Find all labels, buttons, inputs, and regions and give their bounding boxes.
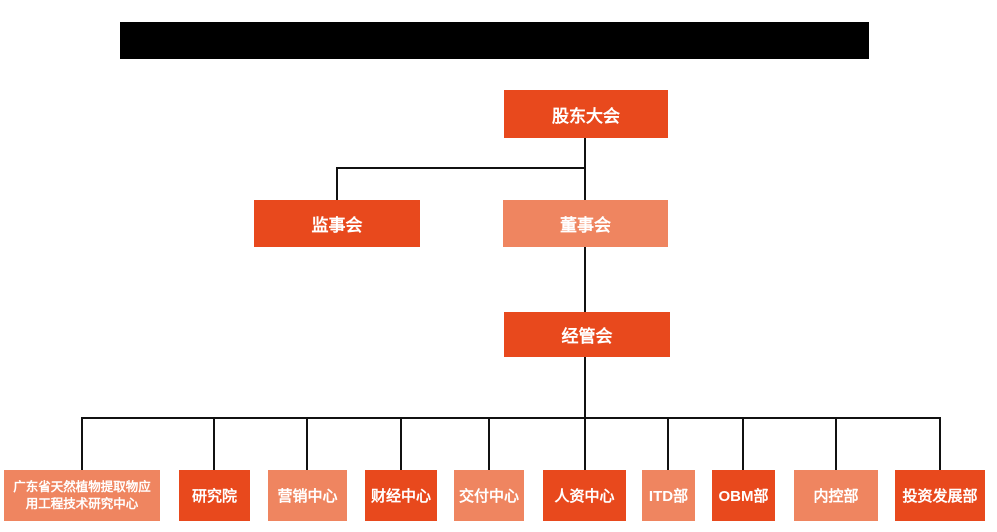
node-dept-marketing-center: 营销中心 bbox=[268, 470, 347, 521]
node-dept-research-center: 广东省天然植物提取物应 用工程技术研究中心 bbox=[4, 470, 160, 521]
connector-line bbox=[939, 417, 941, 470]
node-dept-investment-development: 投资发展部 bbox=[895, 470, 985, 521]
node-board-of-directors: 董事会 bbox=[503, 200, 668, 247]
node-dept-internal-control: 内控部 bbox=[794, 470, 878, 521]
node-supervisory-board: 监事会 bbox=[254, 200, 420, 247]
connector-line bbox=[81, 417, 941, 419]
dept-label-line: 广东省天然植物提取物应 bbox=[13, 479, 151, 494]
connector-line bbox=[584, 138, 586, 200]
connector-line bbox=[667, 417, 669, 470]
connector-line bbox=[584, 417, 586, 470]
node-management-committee: 经管会 bbox=[504, 312, 670, 357]
connector-line bbox=[400, 417, 402, 470]
dept-label: 广东省天然植物提取物应 用工程技术研究中心 bbox=[13, 479, 151, 513]
connector-line bbox=[213, 417, 215, 470]
node-dept-obm: OBM部 bbox=[712, 470, 775, 521]
node-dept-hr-center: 人资中心 bbox=[543, 470, 626, 521]
connector-line bbox=[835, 417, 837, 470]
connector-line bbox=[488, 417, 490, 470]
connector-line bbox=[584, 357, 586, 418]
connector-line bbox=[336, 167, 586, 169]
connector-line bbox=[306, 417, 308, 470]
dept-label-line: 用工程技术研究中心 bbox=[25, 496, 139, 511]
node-dept-itd: ITD部 bbox=[642, 470, 695, 521]
connector-line bbox=[81, 417, 83, 470]
node-shareholders-meeting: 股东大会 bbox=[504, 90, 668, 138]
redacted-title-bar bbox=[120, 22, 869, 59]
connector-line bbox=[584, 247, 586, 312]
connector-line bbox=[742, 417, 744, 470]
node-dept-delivery-center: 交付中心 bbox=[454, 470, 524, 521]
connector-line bbox=[336, 167, 338, 200]
node-dept-research-institute: 研究院 bbox=[179, 470, 250, 521]
node-dept-finance-center: 财经中心 bbox=[365, 470, 437, 521]
